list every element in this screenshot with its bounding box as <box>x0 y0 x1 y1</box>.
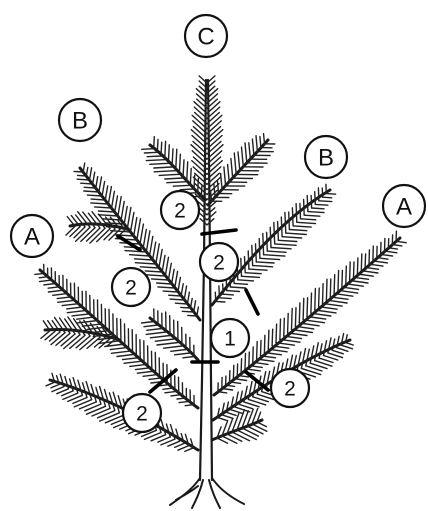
label-b-left: B <box>59 99 101 141</box>
label-2-upper-center: 2 <box>200 243 238 281</box>
label-text: 2 <box>284 378 296 401</box>
label-text: C <box>197 24 214 51</box>
needles <box>218 231 406 393</box>
label-1-center: 1 <box>211 319 249 357</box>
branch-a-right <box>214 231 406 395</box>
label-text: 2 <box>125 277 137 300</box>
label-text: 1 <box>224 328 236 351</box>
branch-b-right <box>212 184 336 305</box>
label-b-right: B <box>305 136 347 178</box>
label-2-upper-left: 2 <box>161 191 199 229</box>
branch-small-center <box>142 309 199 360</box>
label-2-lower-right: 2 <box>271 369 309 407</box>
label-text: 2 <box>174 200 186 223</box>
label-a-left: A <box>11 215 53 257</box>
label-text: B <box>72 108 88 135</box>
cut-mark <box>202 230 236 234</box>
label-text: B <box>318 145 334 172</box>
label-2-lower-left: 2 <box>123 394 161 432</box>
needles <box>215 184 335 302</box>
label-text: A <box>396 194 412 221</box>
branch-mid-left <box>41 317 120 350</box>
label-text: 2 <box>213 252 225 275</box>
pine-tree-illustration <box>35 76 406 508</box>
label-2-mid-left: 2 <box>112 268 150 306</box>
label-a-right: A <box>383 185 425 227</box>
cut-mark <box>246 290 258 314</box>
label-text: 2 <box>136 403 148 426</box>
label-text: A <box>24 224 40 251</box>
label-c-leader: C <box>185 15 227 57</box>
needles <box>41 317 115 350</box>
tree-roots <box>170 478 244 508</box>
